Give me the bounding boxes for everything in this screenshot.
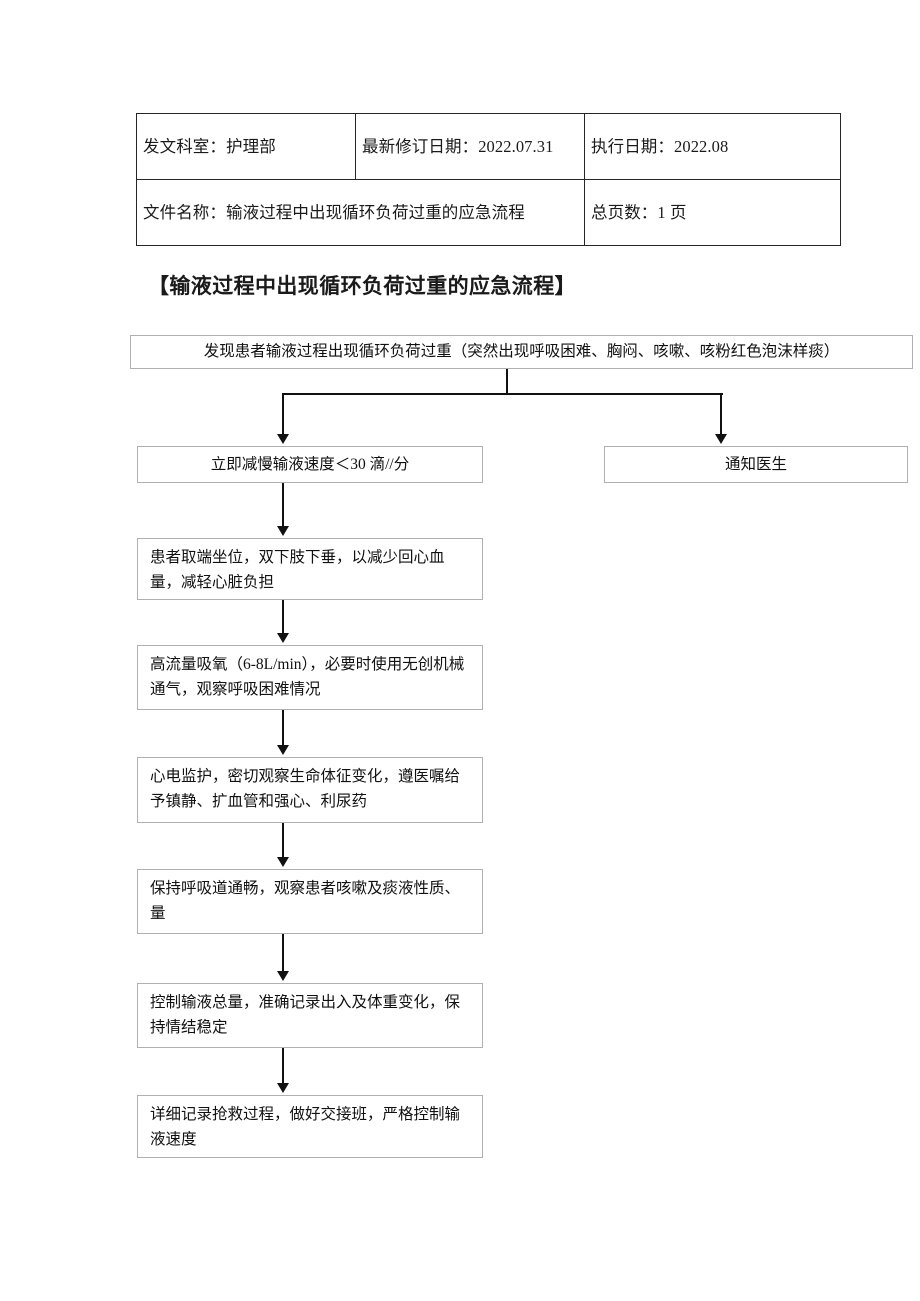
page-title: 【输液过程中出现循环负荷过重的应急流程】 [148,275,576,298]
flow-node-ecg-monitoring: 心电监护，密切观察生命体征变化，遵医嘱给予镇静、扩血管和强心、利尿药 [137,757,483,823]
arrowhead-icon [277,526,289,536]
flow-node-high-flow-oxygen: 高流量吸氧（6-8L/min），必要时使用无创机械通气，观察呼吸困难情况 [137,645,483,710]
connector-stem [506,369,508,395]
connector-branch-right [720,393,722,436]
table-row: 发文科室：护理部 最新修订日期：2022.07.31 执行日期：2022.08 [136,113,841,180]
arrowhead-icon [277,857,289,867]
flow-node-detect-overload: 发现患者输液过程出现循环负荷过重（突然出现呼吸困难、胸闷、咳嗽、咳粉红色泡沫样痰… [130,335,913,369]
flow-node-slow-infusion: 立即减慢输液速度＜30 滴//分 [137,446,483,483]
flow-node-control-volume: 控制输液总量，准确记录出入及体重变化，保持情结稳定 [137,983,483,1048]
flow-node-notify-doctor: 通知医生 [604,446,908,483]
connector-slow-to-position [282,483,284,528]
connector-airway-to-volume [282,934,284,973]
table-row: 文件名称：输液过程中出现循环负荷过重的应急流程 总页数：1 页 [136,179,841,246]
arrowhead-icon [277,1083,289,1093]
arrowhead-icon [277,434,289,444]
connector-branch-bar [283,393,723,395]
arrowhead-icon [277,971,289,981]
connector-volume-to-record [282,1048,284,1085]
document-header-table: 发文科室：护理部 最新修订日期：2022.07.31 执行日期：2022.08 … [136,113,841,246]
cell-page-count: 总页数：1 页 [584,179,841,246]
arrowhead-icon [277,745,289,755]
cell-effective-date: 执行日期：2022.08 [584,113,841,180]
connector-branch-left [282,393,284,436]
flow-node-record-handover: 详细记录抢救过程，做好交接班，严格控制输液速度 [137,1095,483,1158]
arrowhead-icon [715,434,727,444]
flow-node-sitting-position: 患者取端坐位，双下肢下垂，以减少回心血量，减轻心脏负担 [137,538,483,600]
arrowhead-icon [277,633,289,643]
connector-oxygen-to-ecg [282,710,284,747]
cell-issuing-department: 发文科室：护理部 [136,113,356,180]
cell-revision-date: 最新修订日期：2022.07.31 [355,113,585,180]
connector-ecg-to-airway [282,823,284,859]
cell-file-name: 文件名称：输液过程中出现循环负荷过重的应急流程 [136,179,585,246]
flow-node-airway-patency: 保持呼吸道通畅，观察患者咳嗽及痰液性质、量 [137,869,483,934]
connector-position-to-oxygen [282,600,284,635]
